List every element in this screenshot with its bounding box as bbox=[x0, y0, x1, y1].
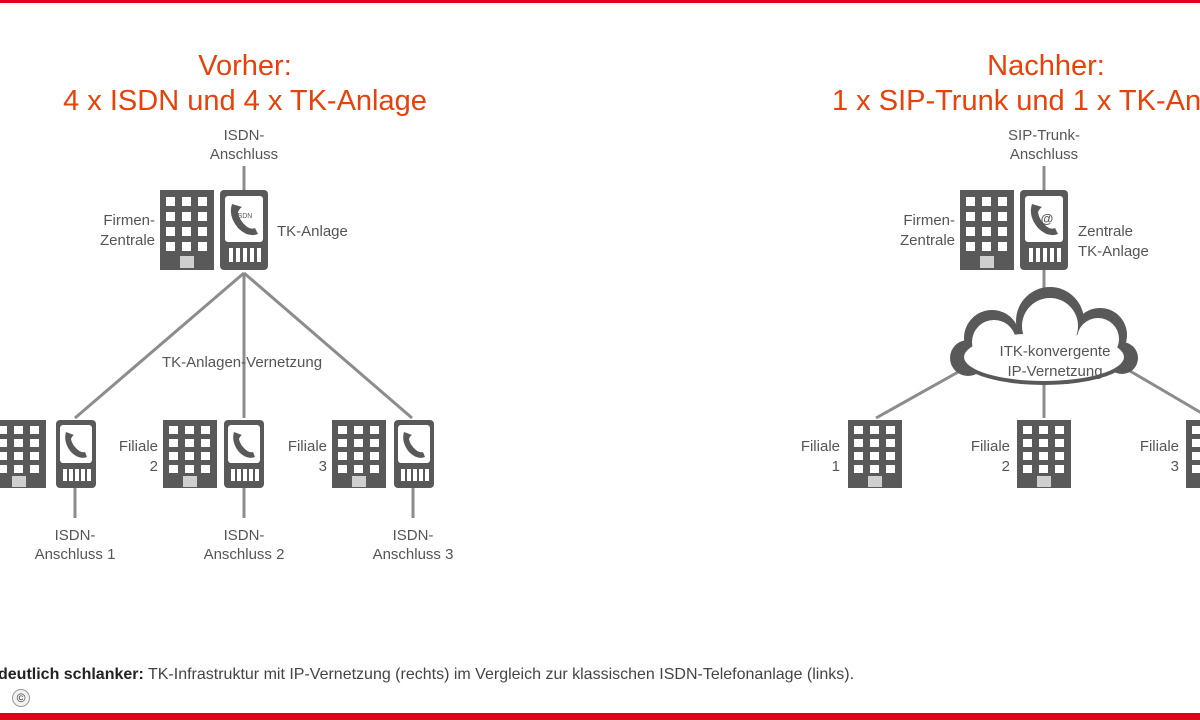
right-branch-1-label-line2: 1 bbox=[832, 458, 840, 475]
right-top-connection-line1: SIP-Trunk- bbox=[1008, 127, 1080, 144]
right-title-line1: Nachher: bbox=[987, 50, 1105, 82]
right-branch-3-label-line1: Filiale bbox=[1140, 438, 1179, 455]
branch-2-label-line2: 2 bbox=[150, 458, 158, 475]
branch-1-conn-line1: ISDN- bbox=[55, 527, 96, 544]
branch-1-pbx-icon bbox=[56, 420, 96, 488]
cloud-icon bbox=[950, 287, 1138, 385]
caption-bold: deutlich schlanker: bbox=[0, 666, 144, 683]
right-branch-2-label-line1: Filiale bbox=[971, 438, 1010, 455]
branch-2-conn-line2: Anschluss 2 bbox=[204, 546, 285, 563]
diagram: Vorher: 4 x ISDN und 4 x TK-Anlage ISDN-… bbox=[0, 3, 1200, 623]
branch-3-pbx-icon bbox=[394, 420, 434, 488]
right-branch-2-building-icon bbox=[1017, 420, 1071, 488]
cloud-label-line1: ITK-konvergente bbox=[1000, 343, 1111, 360]
branch-3-building-icon bbox=[332, 420, 386, 488]
right-pbx-label-line2: TK-Anlage bbox=[1078, 243, 1149, 260]
left-title-line2: 4 x ISDN und 4 x TK-Anlage bbox=[63, 85, 427, 117]
cloud-line-1 bbox=[875, 369, 961, 420]
pbx-isdn-badge: ISDN bbox=[236, 213, 253, 220]
right-pbx-label-line1: Zentrale bbox=[1078, 223, 1133, 240]
branch-1-conn-line2: Anschluss 1 bbox=[35, 546, 116, 563]
right-hq-building-icon bbox=[960, 190, 1014, 270]
right-branch-3-label-line2: 3 bbox=[1171, 458, 1179, 475]
right-hq-label-line1: Firmen- bbox=[903, 212, 955, 229]
ip-pbx-icon bbox=[1020, 190, 1068, 270]
left-hq-label-line2: Zentrale bbox=[100, 232, 155, 249]
pbx-at-badge: @ bbox=[1041, 211, 1054, 226]
caption-text: TK-Infrastruktur mit IP-Vernetzung (rech… bbox=[143, 666, 855, 683]
branch-2-conn-line1: ISDN- bbox=[224, 527, 265, 544]
left-top-connection-line1: ISDN- bbox=[224, 127, 265, 144]
right-top-connection-line2: Anschluss bbox=[1010, 146, 1078, 163]
network-line-1 bbox=[74, 271, 245, 420]
cloud-label-line2: IP-Vernetzung bbox=[1007, 363, 1102, 380]
branch-2-pbx-icon bbox=[224, 420, 264, 488]
copyright-icon[interactable]: © bbox=[12, 689, 30, 707]
network-label: TK-Anlagen-Vernetzung bbox=[162, 354, 322, 371]
right-branch-2-label-line2: 2 bbox=[1002, 458, 1010, 475]
branch-3-label-line2: 3 bbox=[319, 458, 327, 475]
top-accent-bar bbox=[0, 0, 1200, 3]
right-branch-3-building-icon bbox=[1186, 420, 1200, 488]
isdn-pbx-icon bbox=[220, 190, 268, 270]
network-line-3 bbox=[243, 271, 413, 420]
image-caption: deutlich schlanker: TK-Infrastruktur mit… bbox=[0, 666, 854, 684]
diagram-svg: Vorher: 4 x ISDN und 4 x TK-Anlage ISDN-… bbox=[0, 50, 1200, 563]
left-title-line1: Vorher: bbox=[198, 50, 292, 82]
cloud-line-3 bbox=[1129, 369, 1200, 414]
branch-2-label-line1: Filiale bbox=[119, 438, 158, 455]
branch-3-conn-line2: Anschluss 3 bbox=[373, 546, 454, 563]
hq-building-icon bbox=[160, 190, 214, 270]
right-title-line2: 1 x SIP-Trunk und 1 x TK-Anlage bbox=[832, 85, 1200, 117]
branch-3-conn-line1: ISDN- bbox=[393, 527, 434, 544]
right-branch-1-building-icon bbox=[848, 420, 902, 488]
branch-3-label-line1: Filiale bbox=[288, 438, 327, 455]
right-branch-1-label-line1: Filiale bbox=[801, 438, 840, 455]
branch-2-building-icon bbox=[163, 420, 217, 488]
branch-1-building-icon bbox=[0, 420, 46, 488]
left-top-connection-line2: Anschluss bbox=[210, 146, 278, 163]
bottom-accent-bar bbox=[0, 713, 1200, 720]
right-hq-label-line2: Zentrale bbox=[900, 232, 955, 249]
left-pbx-label: TK-Anlage bbox=[277, 223, 348, 240]
left-hq-label-line1: Firmen- bbox=[103, 212, 155, 229]
